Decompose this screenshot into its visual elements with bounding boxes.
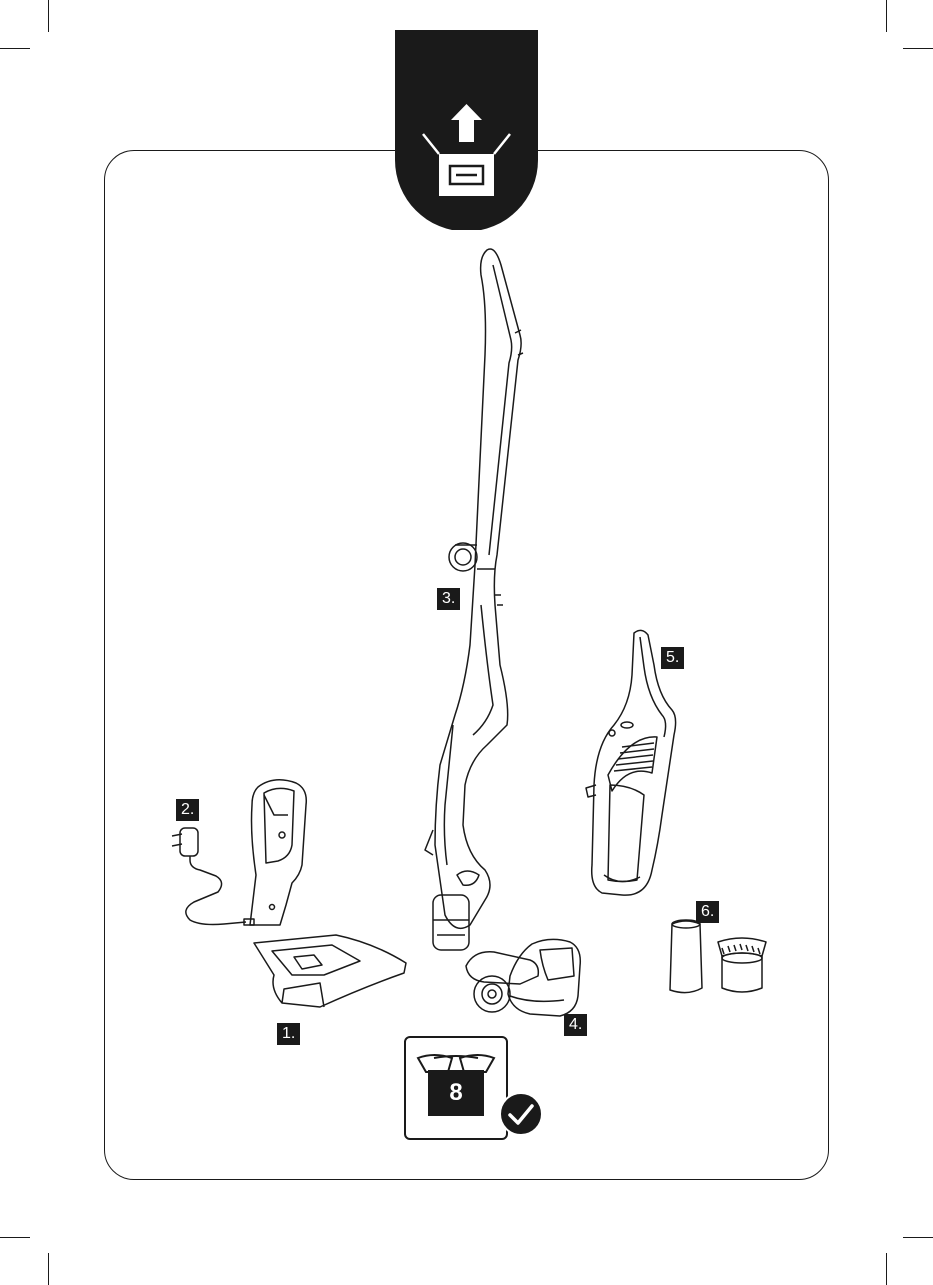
charging-base-illustration: [244, 775, 409, 1015]
part-label-5: 5.: [661, 647, 684, 669]
floor-nozzle-illustration: [460, 936, 590, 1018]
parts-count-badge: 8: [404, 1036, 549, 1136]
part-label-4: 4.: [564, 1014, 587, 1036]
crop-mark: [48, 0, 49, 32]
stick-vacuum-illustration: [415, 245, 530, 955]
crop-mark: [903, 1237, 933, 1238]
crop-mark: [886, 0, 887, 32]
checkmark-icon: [498, 1091, 544, 1137]
unpack-box-icon: [395, 30, 538, 230]
accessory-tools-illustration: [662, 918, 774, 998]
parts-count: 8: [428, 1070, 484, 1116]
crop-mark: [48, 1253, 49, 1285]
part-label-6: 6.: [696, 901, 719, 923]
crop-mark: [886, 1253, 887, 1285]
part-label-2: 2.: [176, 799, 199, 821]
crop-mark: [903, 48, 933, 49]
crop-mark: [0, 1237, 30, 1238]
crop-mark: [0, 48, 30, 49]
part-label-1: 1.: [277, 1023, 300, 1045]
part-label-3: 3.: [437, 588, 460, 610]
